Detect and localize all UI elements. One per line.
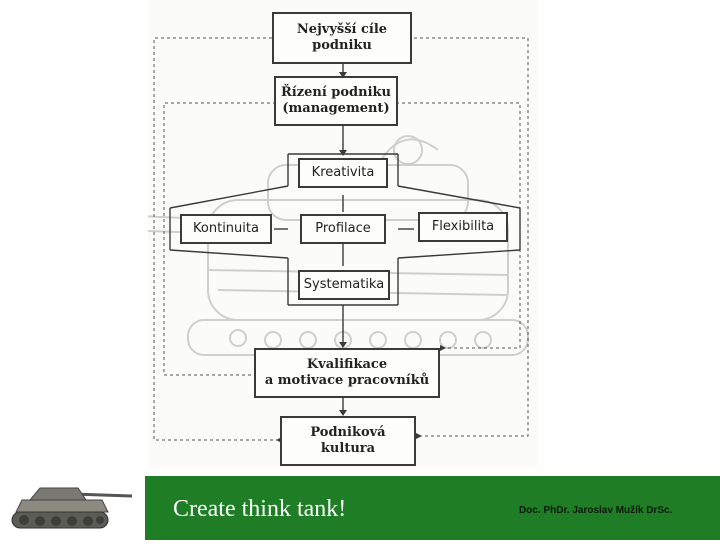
node-culture-line2: kultura: [320, 441, 376, 456]
node-continuity: Kontinuita: [180, 214, 272, 244]
node-culture: Podniková kultura: [280, 416, 416, 466]
node-continuity-label: Kontinuita: [193, 220, 259, 236]
node-qualification-line2: a motivace pracovníků: [264, 373, 430, 388]
node-management-line2: (management): [282, 101, 390, 116]
node-top-goals: Nejvyšší cíle podniku: [272, 12, 412, 64]
node-flexibility: Flexibilita: [418, 212, 508, 242]
node-qualification-line1: Kvalifikace: [306, 356, 388, 372]
node-management: Řízení podniku (management): [274, 76, 398, 126]
node-systematics: Systematika: [298, 270, 390, 300]
node-profile-label: Profilace: [315, 220, 371, 236]
footer-author: Doc. PhDr. Jaroslav Mužík DrSc.: [519, 505, 673, 516]
footer-logo-area: [0, 476, 145, 540]
footer-band: Create think tank! Doc. PhDr. Jaroslav M…: [145, 476, 720, 540]
node-systematics-label: Systematika: [303, 276, 385, 292]
node-management-line1: Řízení podniku: [280, 84, 391, 100]
node-flexibility-label: Flexibilita: [431, 218, 495, 234]
node-creativity-label: Kreativita: [311, 164, 375, 180]
node-creativity: Kreativita: [298, 158, 388, 188]
node-culture-line1: Podniková: [310, 424, 386, 440]
footer-slogan: Create think tank!: [173, 496, 347, 522]
node-top-goals-line1: Nejvyšší cíle: [296, 21, 388, 37]
diagram-connectors: [148, 37, 529, 443]
tank-icon: [11, 487, 133, 529]
node-qualification: Kvalifikace a motivace pracovníků: [254, 348, 440, 398]
node-profile: Profilace: [300, 214, 386, 244]
node-top-goals-line2: podniku: [312, 38, 372, 53]
diagram-scan: Nejvyšší cíle podniku Řízení podniku (ma…: [148, 0, 538, 468]
